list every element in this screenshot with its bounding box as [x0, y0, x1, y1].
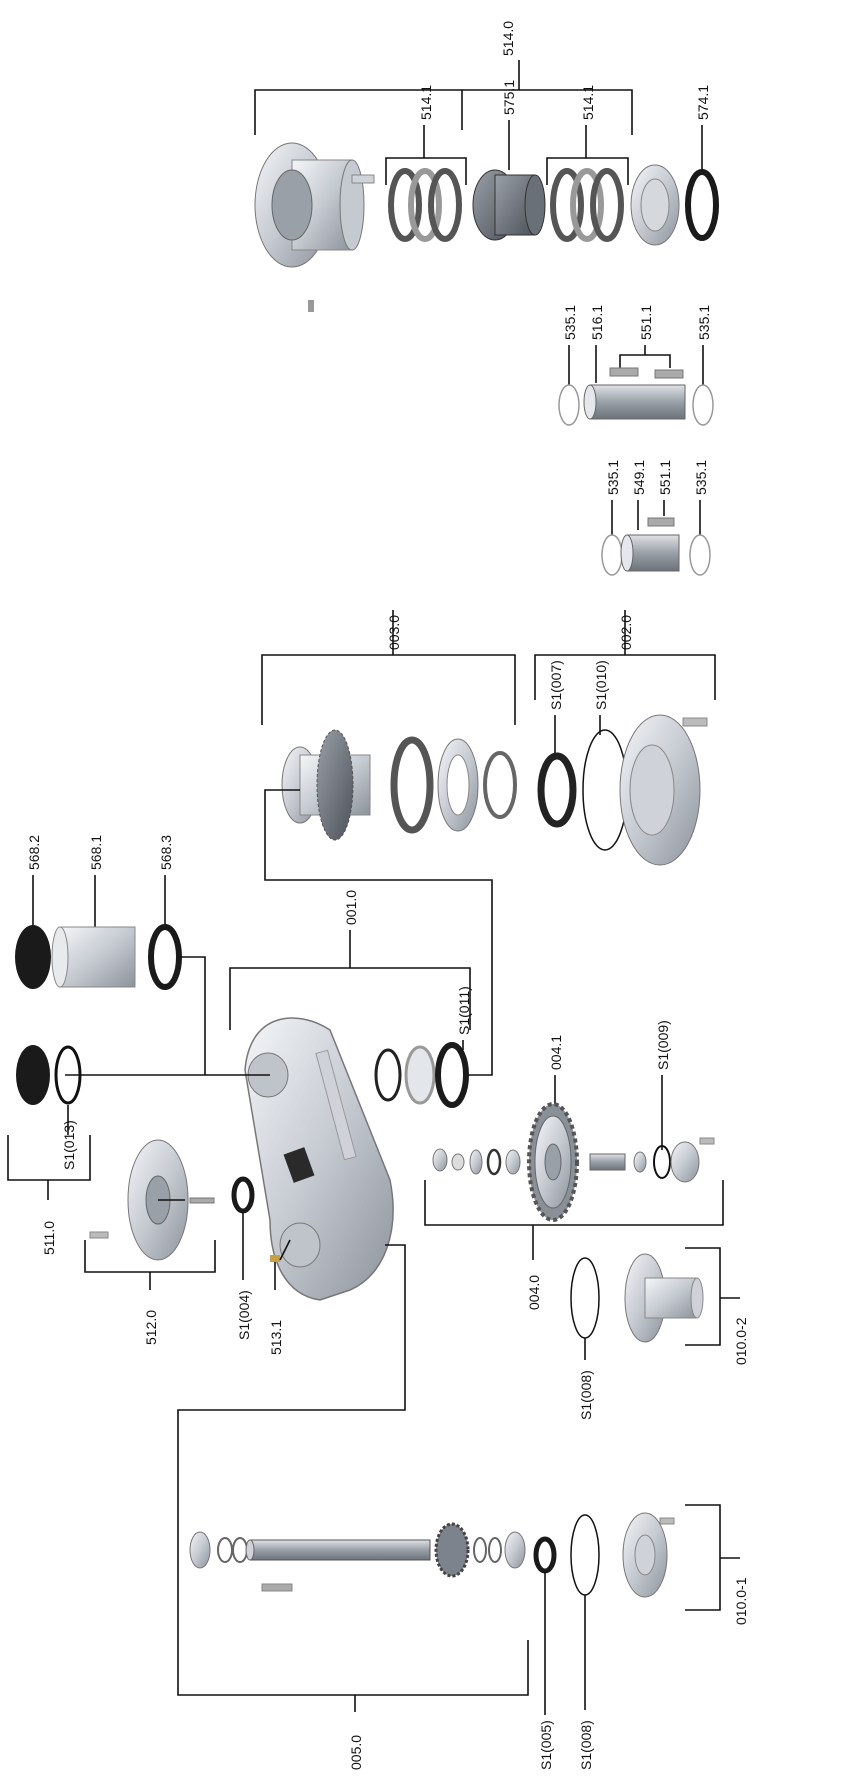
o-ring-s1-009-part [653, 1145, 671, 1179]
o-ring-s1-008-a-part [570, 1257, 600, 1339]
label-s1-010: S1(010) [593, 660, 609, 710]
bearing-housing-part [404, 1045, 436, 1105]
label-535-1-b: 535.1 [696, 305, 712, 340]
gear-hub-003-part [281, 729, 371, 841]
label-s1-009: S1(009) [655, 1020, 671, 1070]
label-535-1-a: 535.1 [562, 305, 578, 340]
group-s1-004-513-1: S1(004) 513.1 [231, 1176, 291, 1355]
label-005-0: 005.0 [348, 1735, 364, 1770]
bearing-cup-part [630, 164, 680, 246]
o-ring-s1-008-b-part [570, 1514, 600, 1596]
label-s1-011: S1(011) [456, 986, 472, 1035]
pin-shaft-516-part [583, 367, 686, 420]
label-010-0-2: 010.0-2 [733, 1317, 749, 1365]
label-514-1-a: 514.1 [418, 85, 434, 120]
bearing-003-part [437, 738, 479, 832]
label-512-0: 512.0 [143, 1310, 159, 1345]
label-s1-007: S1(007) [548, 660, 564, 710]
ring-003-b-part [483, 751, 517, 819]
group-514-0: 514.0 514.1 575.1 514.1 [254, 21, 719, 312]
group-512-0: 512.0 [84, 1139, 216, 1345]
label-514-1-b: 514.1 [580, 85, 596, 120]
label-001-0: 001.0 [343, 890, 359, 925]
ring-003-a-part [390, 736, 434, 834]
label-568-3: 568.3 [158, 835, 174, 870]
label-516-1: 516.1 [589, 305, 605, 340]
group-003-0: 003.0 [261, 610, 517, 841]
o-ring-535-d-part [689, 534, 711, 576]
thrust-bearing-set-b-part [550, 168, 624, 242]
label-s1-005: S1(005) [538, 1720, 554, 1770]
pin-549-part [620, 517, 680, 572]
bearing-flange-housing-part [254, 142, 375, 312]
group-s1-005: S1(005) [533, 1536, 557, 1770]
label-568-2: 568.2 [26, 835, 42, 870]
label-574-1: 574.1 [695, 85, 711, 120]
group-010-0-2: 010.0-2 S1(008) [570, 1247, 749, 1420]
label-549-1: 549.1 [631, 460, 647, 495]
label-010-0-1: 010.0-1 [733, 1577, 749, 1625]
o-ring-housing-a-part [374, 1048, 402, 1102]
sleeve-568-1-part [51, 926, 136, 988]
cap-511-part [16, 1045, 50, 1105]
label-s1-008-b: S1(008) [578, 1720, 594, 1770]
seal-s1-004-part [231, 1176, 255, 1214]
label-004-1: 004.1 [548, 1035, 564, 1070]
pinion-gear-005-part [434, 1522, 526, 1578]
clutch-hub-part [472, 169, 546, 241]
group-002-0: 002.0 S1(007) S1(010) [534, 610, 716, 866]
group-010-0-1: S1(008) 010.0-1 [570, 1504, 749, 1770]
o-ring-535-a-part [558, 384, 580, 426]
group-568: 568.2 568.1 568.3 [15, 835, 206, 1075]
label-513-1: 513.1 [268, 1320, 284, 1355]
label-511-0: 511.0 [41, 1221, 57, 1255]
label-003-0: 003.0 [386, 615, 402, 650]
group-511-0: 511.0 S1(013) [7, 1045, 91, 1255]
gearbox-housing-part [244, 1017, 394, 1301]
label-514-0: 514.0 [500, 21, 516, 56]
end-cap-004-part [670, 1137, 715, 1183]
label-551-1-a: 551.1 [638, 305, 654, 340]
thrust-bearing-set-a-part [388, 168, 462, 242]
output-shaft-005-part [189, 1531, 431, 1592]
label-535-1-c: 535.1 [605, 460, 621, 495]
seal-ring-574-part [685, 169, 719, 241]
label-551-1-b: 551.1 [657, 460, 673, 495]
fitting-513-1-part [270, 1255, 280, 1262]
group-004-0: 004.0 004.1 S1(009) [424, 1020, 724, 1310]
group-005-0: 005.0 [177, 1440, 529, 1770]
bearing-cover-010-2-part [624, 1253, 704, 1343]
group-001-0: 001.0 S1(011) [65, 789, 493, 1301]
flange-plate-512-part [89, 1139, 215, 1261]
label-002-0: 002.0 [618, 615, 634, 650]
small-parts-004-part [432, 1148, 521, 1176]
cap-568-2-part [15, 925, 51, 989]
o-ring-535-c-part [601, 534, 623, 576]
seal-s1-007-part [537, 752, 577, 828]
label-s1-013: S1(013) [61, 1120, 77, 1170]
label-s1-008-a: S1(008) [578, 1370, 594, 1420]
gear-004-1-part [527, 1102, 579, 1222]
cover-flange-002-part [619, 714, 708, 866]
o-ring-535-b-part [692, 384, 714, 426]
label-535-1-d: 535.1 [693, 460, 709, 495]
o-ring-s1-013-part [54, 1045, 82, 1105]
label-s1-004: S1(004) [236, 1290, 252, 1340]
label-004-0: 004.0 [526, 1275, 542, 1310]
bearing-cover-010-1-part [622, 1512, 675, 1598]
label-568-1: 568.1 [88, 835, 104, 870]
pin-set-upper: 535.1 516.1 551.1 535.1 [558, 305, 714, 426]
shaft-004-part [589, 1151, 647, 1173]
seal-s1-005-part [533, 1536, 557, 1574]
seal-s1-011-part [435, 1042, 469, 1108]
label-575-1: 575.1 [501, 80, 517, 115]
pin-set-lower: 535.1 549.1 551.1 535.1 [601, 460, 711, 576]
ring-568-3-part [148, 924, 182, 990]
connector-005 [177, 1244, 406, 1440]
